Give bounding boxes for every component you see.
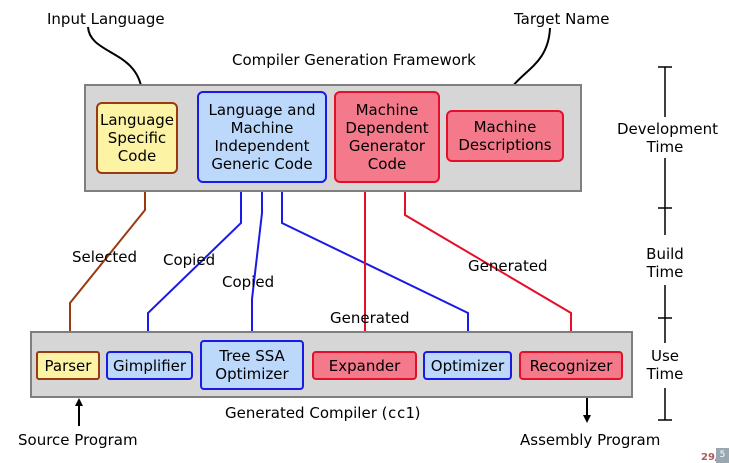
gimplifier-box: Gimplifier <box>106 351 193 380</box>
page-number: 29/70 <box>701 452 729 463</box>
build-time-label: Build Time <box>646 245 684 281</box>
selected-edge <box>66 174 146 347</box>
machine-descriptions-box: Machine Descriptions <box>446 110 564 162</box>
machine-dependent-generator-box: Machine Dependent Generator Code <box>334 91 440 183</box>
assembly-program-label: Assembly Program <box>520 431 661 449</box>
target-name-label: Target Name <box>514 10 610 28</box>
language-specific-code-box: Language Specific Code <box>96 102 178 174</box>
selected-label: Selected <box>72 248 138 266</box>
input-language-label: Input Language <box>47 10 165 28</box>
input-language-arrow <box>87 26 146 94</box>
timeline <box>658 66 672 421</box>
generated-edge-recognizer <box>404 183 575 350</box>
copied-edge-optimizer <box>281 183 472 350</box>
page-chip: 5 <box>716 448 729 463</box>
recognizer-box: Recognizer <box>519 351 623 380</box>
generic-code-box: Language and Machine Independent Generic… <box>197 91 327 183</box>
development-time-label: Development Time <box>617 120 718 156</box>
generated-compiler-label: Generated Compiler (cc1) <box>225 404 421 422</box>
copied-edge-tree-ssa <box>248 183 263 339</box>
parser-box: Parser <box>36 351 100 380</box>
source-program-label: Source Program <box>18 431 138 449</box>
copied-edge-gimplifier <box>144 183 242 350</box>
expander-box: Expander <box>312 351 417 380</box>
optimizer-box: Optimizer <box>423 351 512 380</box>
generated-label-2: Generated <box>468 257 548 275</box>
tree-ssa-optimizer-box: Tree SSA Optimizer <box>200 340 304 390</box>
use-time-label: Use Time <box>646 347 684 383</box>
generated-label-1: Generated <box>330 309 410 327</box>
framework-title: Compiler Generation Framework <box>232 51 476 69</box>
copied-label-1: Copied <box>163 251 216 269</box>
copied-label-2: Copied <box>222 273 275 291</box>
